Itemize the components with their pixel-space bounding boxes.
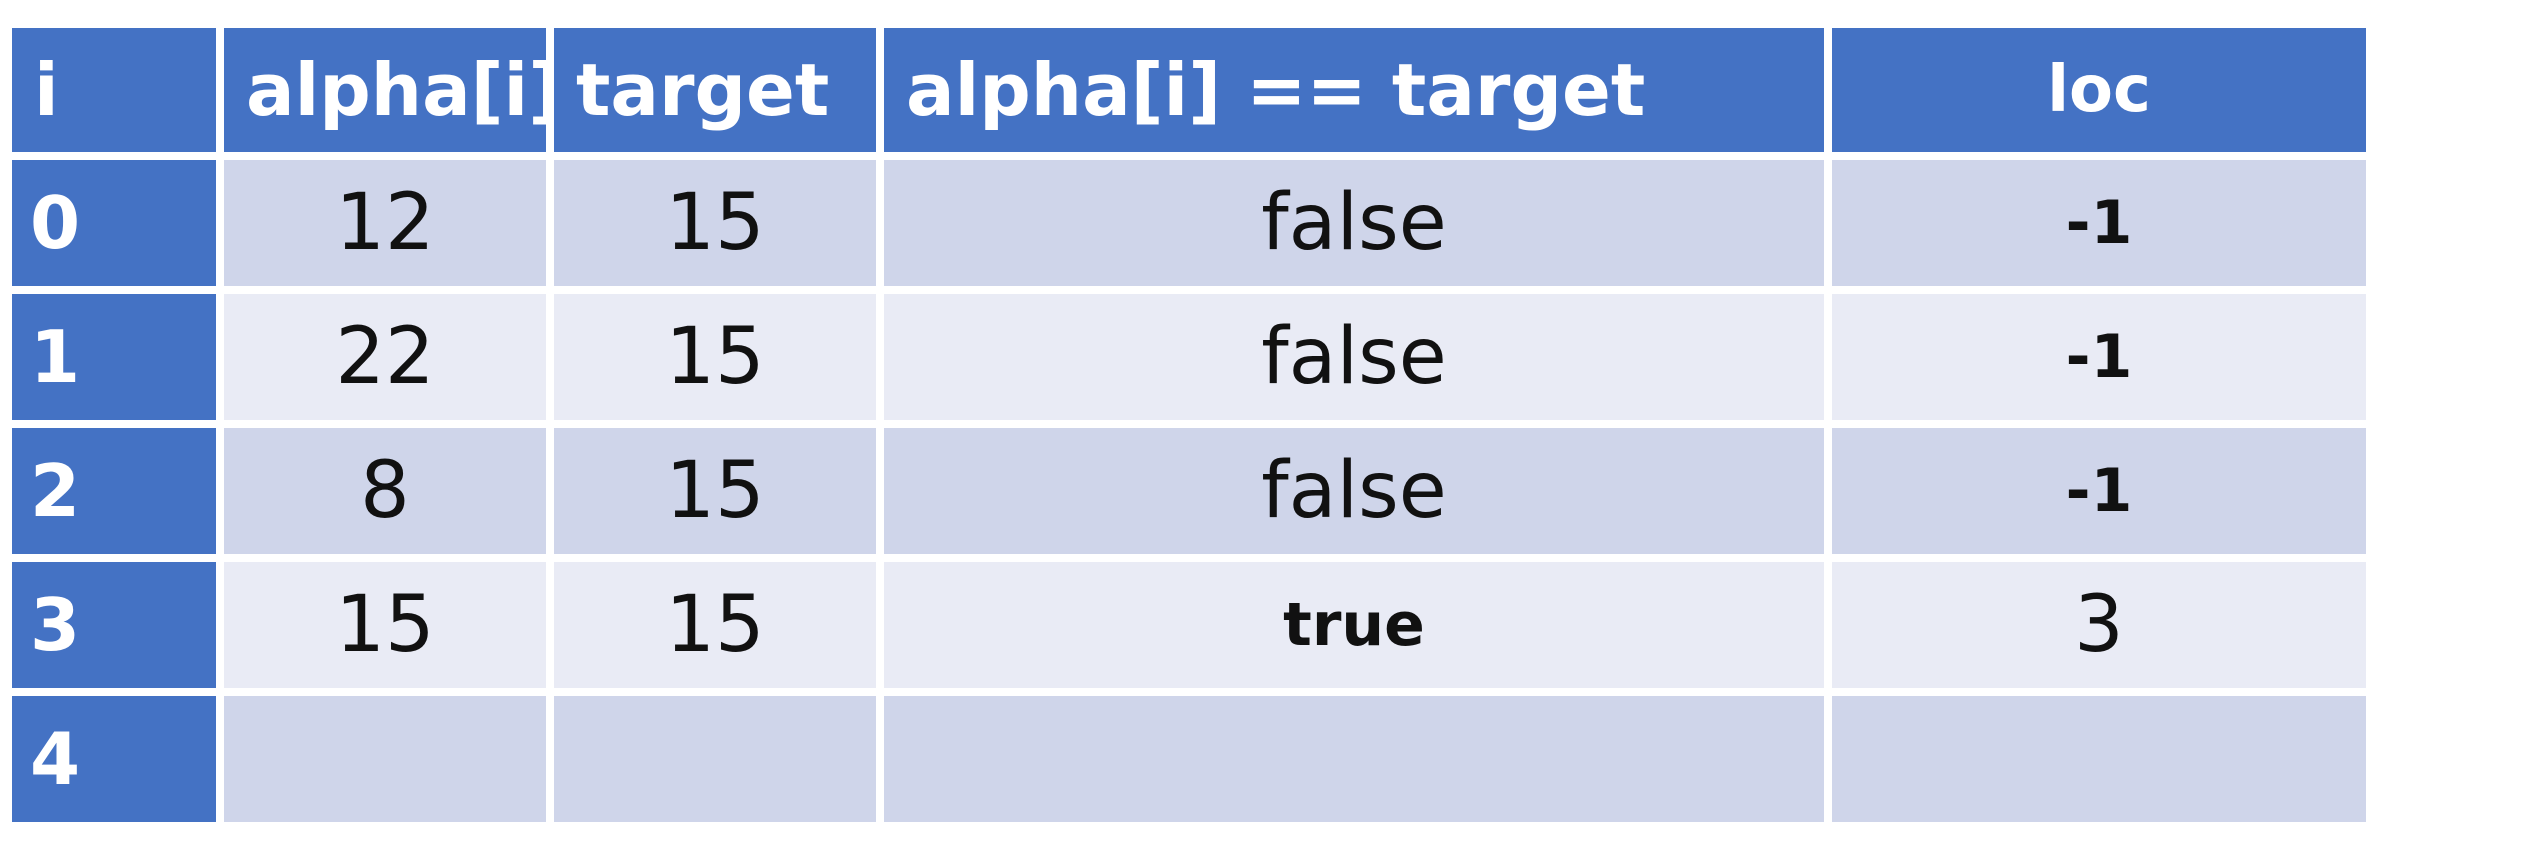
alpha-value: 12 xyxy=(224,160,546,286)
header-target: target xyxy=(554,28,876,152)
loc-value: -1 xyxy=(1832,294,2366,420)
match-value xyxy=(884,696,1824,822)
loc-value: -1 xyxy=(1832,428,2366,554)
row-index: 3 xyxy=(12,562,216,688)
target-value: 15 xyxy=(554,428,876,554)
loc-value: -1 xyxy=(1832,160,2366,286)
row-index: 0 xyxy=(12,160,216,286)
match-value: true xyxy=(884,562,1824,688)
match-value: false xyxy=(884,294,1824,420)
row-index: 2 xyxy=(12,428,216,554)
target-value: 15 xyxy=(554,160,876,286)
row-index: 1 xyxy=(12,294,216,420)
alpha-value: 8 xyxy=(224,428,546,554)
target-value: 15 xyxy=(554,562,876,688)
loc-value: 3 xyxy=(1832,562,2366,688)
header-loc: loc xyxy=(1832,28,2366,152)
alpha-value: 22 xyxy=(224,294,546,420)
header-alpha: alpha[i] xyxy=(224,28,546,152)
alpha-value: 15 xyxy=(224,562,546,688)
target-value: 15 xyxy=(554,294,876,420)
trace-table: i alpha[i] target alpha[i] == target loc… xyxy=(12,28,2462,822)
target-value xyxy=(554,696,876,822)
alpha-value xyxy=(224,696,546,822)
header-i: i xyxy=(12,28,216,152)
header-match: alpha[i] == target xyxy=(884,28,1824,152)
match-value: false xyxy=(884,160,1824,286)
match-value: false xyxy=(884,428,1824,554)
loc-value xyxy=(1832,696,2366,822)
row-index: 4 xyxy=(12,696,216,822)
